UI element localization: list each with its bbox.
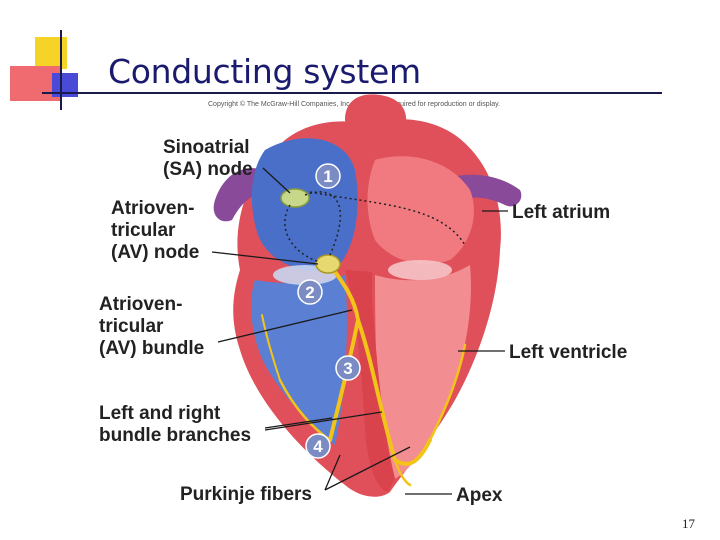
step-badges: 1 2 3 4 bbox=[297, 163, 361, 459]
label-av-node-line1: Atrioven- bbox=[111, 198, 194, 219]
left-atrium bbox=[367, 156, 474, 264]
label-apex: Apex bbox=[456, 485, 503, 506]
step-badge-4: 4 bbox=[305, 433, 331, 459]
heart-illustration bbox=[213, 94, 522, 497]
left-ventricle bbox=[375, 265, 471, 481]
step-badge-1: 1 bbox=[315, 163, 341, 189]
label-sa-node-line2: (SA) node bbox=[163, 159, 253, 180]
step-badge-2: 2 bbox=[297, 279, 323, 305]
deco-vertical-line bbox=[60, 30, 62, 110]
leader-av-node bbox=[211, 251, 319, 265]
impulse-spread-arrows bbox=[284, 191, 466, 263]
label-av-bundle-line1: Atrioven- bbox=[99, 294, 182, 315]
step-badge-3: 3 bbox=[335, 355, 361, 381]
mitral-valve bbox=[388, 260, 452, 280]
leader-purkinje-1 bbox=[324, 454, 341, 491]
step-number-3: 3 bbox=[343, 359, 352, 378]
page-title: Conducting system bbox=[108, 52, 421, 91]
label-bundle-branches-line2: bundle branches bbox=[99, 425, 251, 446]
step-number-2: 2 bbox=[305, 283, 314, 302]
av-node bbox=[315, 254, 341, 274]
leader-bundle-branches-right bbox=[264, 417, 333, 429]
leader-bundle-branches-left bbox=[264, 411, 383, 431]
label-purkinje-fibers: Purkinje fibers bbox=[180, 484, 312, 505]
leader-av-bundle bbox=[217, 309, 353, 343]
label-av-node-line3: (AV) node bbox=[111, 242, 199, 263]
label-leader-lines bbox=[211, 167, 508, 495]
leader-purkinje-2 bbox=[324, 446, 411, 491]
label-left-ventricle: Left ventricle bbox=[509, 342, 627, 363]
label-sa-node-line1: Sinoatrial bbox=[163, 137, 250, 158]
sa-node bbox=[280, 188, 310, 208]
purkinje-branch-2 bbox=[428, 343, 467, 442]
label-av-bundle-line2: tricular bbox=[99, 316, 164, 337]
label-av-bundle-line3: (AV) bundle bbox=[99, 338, 204, 359]
label-left-atrium: Left atrium bbox=[512, 202, 610, 223]
step-number-1: 1 bbox=[323, 167, 332, 186]
step-number-4: 4 bbox=[313, 437, 323, 456]
purkinje-branch-4 bbox=[261, 314, 281, 381]
left-bundle-branch bbox=[356, 318, 432, 466]
leader-sa-node bbox=[262, 167, 291, 194]
title-divider bbox=[42, 92, 662, 94]
deco-red-square bbox=[10, 66, 60, 101]
slide-number: 17 bbox=[682, 516, 695, 531]
diagram-labels: Sinoatrial (SA) node Atrioven- tricular … bbox=[99, 137, 627, 506]
label-av-node-line2: tricular bbox=[111, 220, 176, 241]
label-bundle-branches-line1: Left and right bbox=[99, 403, 221, 424]
purkinje-branch-3 bbox=[393, 458, 412, 487]
